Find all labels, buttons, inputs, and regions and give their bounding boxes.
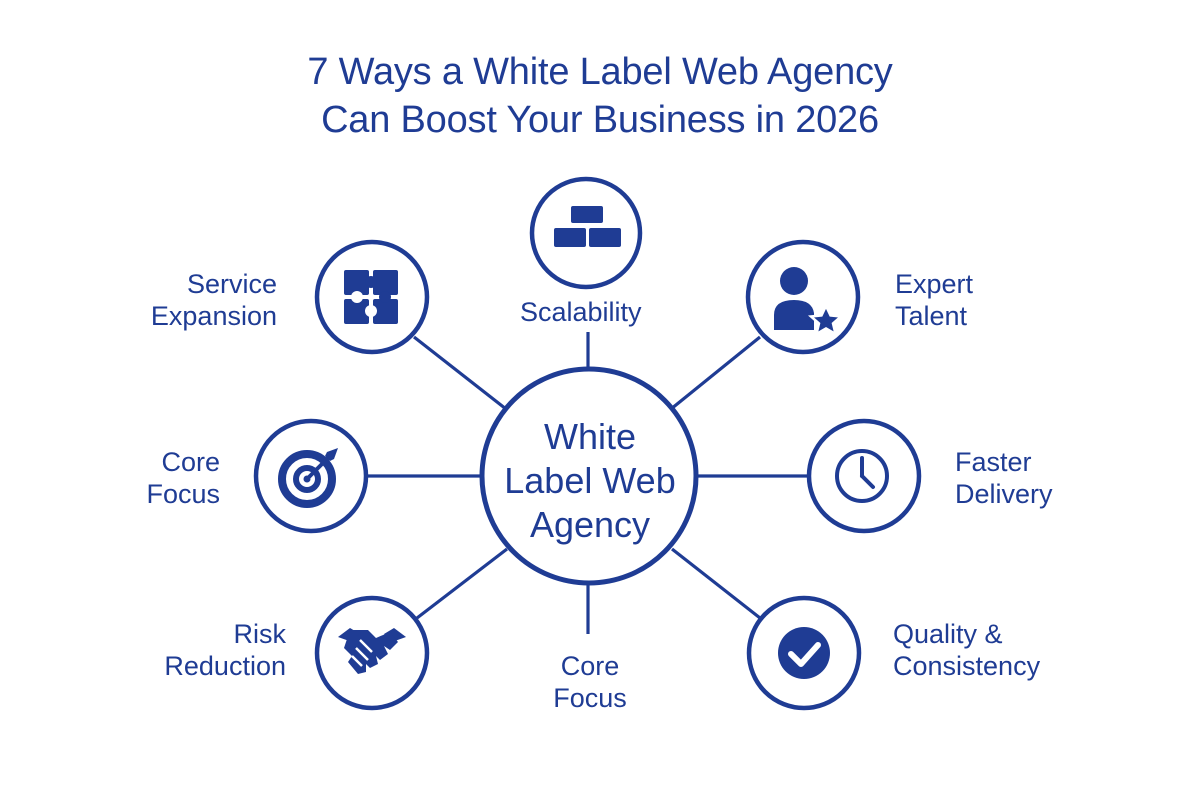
label-faster-delivery: Faster Delivery	[955, 446, 1053, 510]
connectors	[368, 332, 808, 634]
connector-expert-talent	[669, 335, 762, 411]
title-line-1: 7 Ways a White Label Web Agency	[307, 51, 893, 93]
label-risk-reduction: Risk Reduction	[164, 618, 286, 682]
label-quality-consistency-line-2: Consistency	[893, 651, 1041, 681]
node-circle-service-expansion	[314, 239, 430, 355]
label-quality-consistency-line-1: Quality &	[893, 619, 1003, 649]
label-risk-reduction-line-2: Reduction	[164, 651, 286, 681]
label-core-focus-bottom-line-1: Core	[560, 651, 620, 681]
center-line-2: Label Web	[504, 460, 676, 501]
label-core-focus-bottom: Core Focus	[530, 650, 650, 714]
label-faster-delivery-line-2: Delivery	[955, 479, 1053, 509]
center-line-1: White	[543, 416, 637, 457]
label-expert-talent: Expert Talent	[895, 268, 973, 332]
center-line-3: Agency	[529, 504, 651, 545]
label-service-expansion-line-2: Expansion	[150, 301, 277, 331]
label-service-expansion: Service Expansion	[151, 268, 277, 332]
label-quality-consistency: Quality & Consistency	[893, 618, 1040, 682]
connector-quality-consistency	[671, 547, 761, 620]
label-core-focus-left-line-2: Focus	[146, 479, 220, 509]
title-line-2: Can Boost Your Business in 2026	[321, 99, 879, 141]
node-circle-expert-talent	[745, 239, 861, 355]
target-icon	[278, 448, 338, 508]
label-risk-reduction-line-1: Risk	[233, 619, 287, 649]
label-expert-talent-line-2: Talent	[895, 301, 968, 331]
label-faster-delivery-line-1: Faster	[955, 447, 1032, 477]
label-service-expansion-line-1: Service	[186, 269, 277, 299]
label-expert-talent-line-1: Expert	[895, 269, 974, 299]
label-core-focus-left: Core Focus	[146, 446, 220, 510]
connector-risk-reduction	[416, 547, 508, 620]
clock-icon	[835, 449, 889, 503]
blocks-icon	[554, 206, 621, 247]
center-hub-circle	[479, 366, 699, 586]
user-star-icon	[774, 267, 845, 337]
handshake-icon	[338, 628, 406, 674]
connector-service-expansion	[413, 335, 507, 411]
label-core-focus-left-line-1: Core	[161, 447, 220, 477]
checkmark-icon	[778, 627, 830, 679]
label-core-focus-bottom-line-2: Focus	[553, 683, 627, 713]
center-hub-label: White Label Web Agency	[470, 415, 710, 547]
page-title: 7 Ways a White Label Web Agency Can Boos…	[0, 48, 1200, 144]
puzzle-icon	[344, 270, 398, 324]
label-scalability: Scalability	[520, 296, 642, 328]
label-scalability-line-1: Scalability	[520, 297, 642, 327]
